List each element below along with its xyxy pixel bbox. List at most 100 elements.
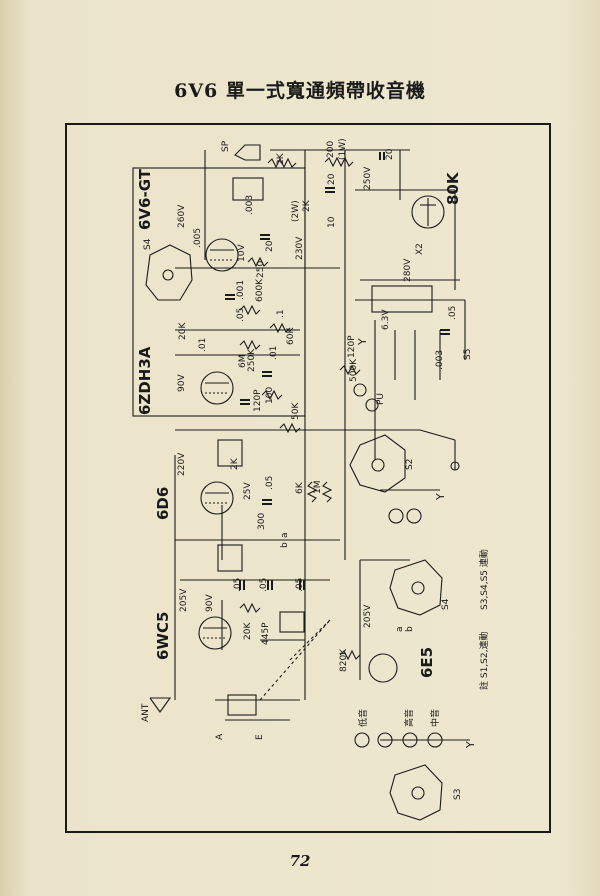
tube-80k-symbol (411, 195, 445, 229)
label-r-2k-2w: 2K (302, 199, 312, 212)
if-transformer-1 (217, 439, 243, 467)
output-stage-box (132, 167, 306, 417)
label-c-003-b: .003 (435, 350, 445, 370)
label-r-200-note: (1W) (338, 138, 348, 160)
label-r-600k: 600K (255, 278, 265, 302)
tube-label-80k: 80K (444, 171, 462, 205)
terminal-labels: S4 S2 S4 S5 S3 SP PU ANT A E Y Y Y b a b… (141, 140, 477, 800)
label-v260: 260V (177, 204, 187, 228)
switch-s4-symbol (389, 559, 443, 616)
label-a2: a (395, 626, 405, 632)
label-r-250k: 250K (247, 348, 257, 372)
oscillator-coil (279, 611, 305, 633)
wiring (174, 149, 470, 741)
capacitors (225, 152, 450, 590)
power-transformer (371, 285, 433, 313)
label-v230: 230V (295, 236, 305, 260)
tube-symbols (198, 195, 445, 683)
label-r-250: 250 (256, 261, 266, 278)
label-terminal-a: A (215, 733, 225, 740)
label-c-05-f: .05 (448, 306, 458, 320)
output-transformer (232, 177, 264, 201)
tube-label-6zdh3a: 6ZDH3A (136, 346, 154, 415)
rotary-switches (145, 244, 443, 821)
note-s1-s2: 註 S1,S2,連動 (478, 632, 490, 690)
label-c-05-b: .05 (265, 476, 275, 490)
page-number: 72 (289, 852, 311, 870)
if-transformer-2 (217, 544, 243, 572)
label-s4: S4 (441, 598, 451, 610)
label-r-820k: 820K (339, 648, 349, 672)
label-r-6m: 6M (238, 355, 248, 369)
transformers (217, 144, 433, 716)
label-b1: b (280, 542, 290, 548)
label-ant: ANT (141, 703, 151, 722)
switch-s4-top-symbol (145, 244, 193, 301)
label-s2: S2 (405, 459, 415, 470)
label-a1: a (280, 532, 290, 538)
label-y1: Y (356, 338, 369, 346)
label-y3: Y (464, 741, 477, 749)
label-r-200: 200 (326, 141, 336, 158)
antenna-coil (227, 694, 257, 716)
label-r-100: 100 (265, 387, 275, 404)
jacks (353, 383, 460, 748)
label-r-2k-top: 2K (276, 152, 286, 165)
label-v205-a: 205V (179, 588, 189, 612)
label-c-6-3v: 6.3V (381, 309, 391, 330)
band-label-high: 高音 (403, 709, 415, 727)
label-c-1: .1 (276, 309, 286, 318)
tube-label-6v6gt: 6V6-GT (136, 168, 154, 230)
label-c-120p-b: 120P (253, 389, 263, 412)
label-y2: Y (434, 493, 447, 501)
label-r-20k: 20K (178, 322, 188, 340)
label-terminal-e: E (255, 734, 265, 740)
label-c-05-a: .05 (236, 308, 246, 322)
component-labels: 2K 200 (1W) 20 20 10 (2W) 2K .003 .005 2… (178, 138, 458, 672)
label-c-280v: 280V (403, 258, 413, 282)
tube-label-6e5: 6E5 (418, 647, 436, 678)
label-c-20-top: 20 (385, 148, 395, 160)
label-c-005: .005 (193, 228, 203, 248)
antenna-icon (149, 697, 172, 713)
label-v250: 250V (363, 166, 373, 190)
tube-label-6wc5: 6WC5 (154, 612, 172, 660)
switch-s3-symbol (389, 764, 443, 821)
label-c-445p: 445P (261, 622, 271, 645)
label-c-001: .001 (236, 280, 246, 300)
speaker-symbol (234, 144, 261, 161)
resistors (239, 156, 361, 661)
label-r-2k-2w-note: (2W) (291, 200, 301, 222)
label-c-25v: 25V (243, 482, 253, 500)
label-c-20-mid: 20 (327, 173, 337, 185)
label-r-50k: 50K (291, 402, 301, 420)
tube-6zdh3a-symbol (200, 371, 234, 405)
label-c-01-a: .01 (198, 338, 208, 352)
label-sp: SP (221, 140, 231, 152)
label-r-6k: 6K (295, 481, 305, 494)
tube-6wc5-symbol (198, 616, 232, 650)
label-v205-b: 205V (363, 604, 373, 628)
band-label-low: 低音 (357, 709, 369, 727)
label-s4-top: S4 (143, 238, 153, 250)
label-v90-b: 90V (205, 594, 215, 612)
label-r-20k-b: 20K (243, 622, 253, 640)
label-c-05-e: .05 (295, 578, 305, 592)
label-r-1m: 1M (313, 481, 323, 495)
label-c-10: 10 (327, 216, 337, 228)
label-c-20-cath: 20 (265, 240, 275, 252)
label-pu: PU (376, 393, 386, 405)
label-c-05-d: .05 (259, 578, 269, 592)
voltage-labels: 260V 250V 230V 90V 220V 205V 90V 205V (177, 166, 373, 628)
label-v220: 220V (177, 452, 187, 476)
label-r-60k: 60K (286, 327, 296, 345)
label-c-003: .003 (245, 195, 255, 215)
tube-label-6d6: 6D6 (154, 487, 172, 520)
label-c-120p-a: 120P (347, 335, 357, 358)
tube-6d6-symbol (200, 481, 234, 515)
band-label-mid: 中音 (429, 709, 441, 727)
label-v90-a: 90V (177, 374, 187, 392)
label-b2: b (405, 626, 415, 632)
switch-s2-symbol (349, 434, 406, 493)
